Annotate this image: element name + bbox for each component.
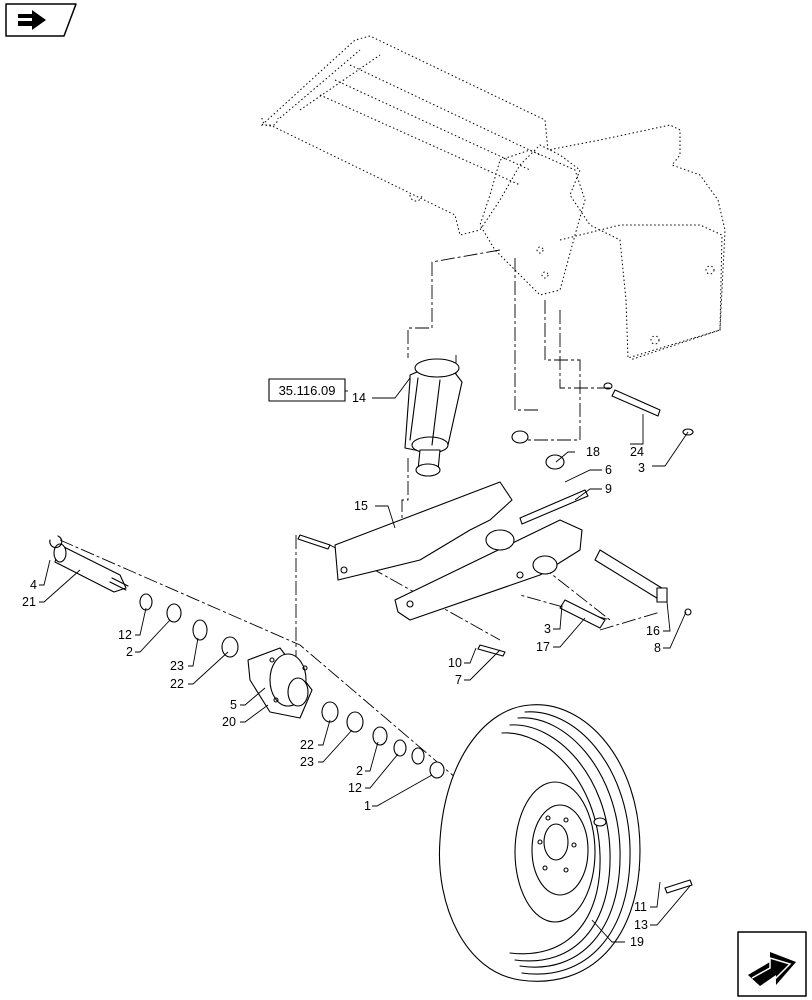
callout-14: 14: [352, 391, 366, 405]
callout-11: 11: [634, 900, 647, 914]
callout-4: 4: [30, 578, 37, 592]
callout-24: 24: [630, 445, 644, 459]
callout-8: 8: [654, 641, 661, 655]
callout-3-mid: 3: [544, 622, 551, 636]
bearings-washers: [139, 593, 445, 779]
callout-6: 6: [605, 463, 612, 477]
pins: [297, 382, 694, 894]
wheel-hub: [247, 647, 313, 719]
reference-label: 35.116.09: [279, 383, 336, 398]
callout-5: 5: [230, 698, 237, 712]
frame-phantom: [260, 35, 726, 361]
callout-15: 15: [354, 499, 368, 513]
callout-20: 20: [222, 715, 236, 729]
wheel-tire: [438, 704, 641, 982]
callout-7: 7: [455, 673, 462, 687]
pivot-arm: [334, 481, 583, 621]
callout-numbers: 14 15 18 6 9 24 3 4 21 12 2 23 22 5 20 2…: [22, 391, 661, 949]
callout-17: 17: [536, 640, 550, 654]
prev-page-icon[interactable]: [5, 3, 77, 37]
callout-2-right: 2: [356, 764, 363, 778]
callout-12-left: 12: [118, 628, 132, 642]
callout-1: 1: [364, 799, 371, 813]
callout-22-left: 22: [170, 677, 184, 691]
callout-leaders: [39, 377, 691, 943]
callout-21: 21: [22, 595, 36, 609]
callout-22-right: 22: [300, 738, 314, 752]
callout-3-top: 3: [638, 461, 645, 475]
callout-13: 13: [634, 918, 648, 932]
callout-2-left: 2: [126, 645, 133, 659]
hydraulic-cylinder: [404, 358, 463, 477]
callout-18: 18: [586, 445, 600, 459]
axle-pin: [49, 535, 129, 593]
callout-23-left: 23: [170, 659, 184, 673]
next-page-icon[interactable]: [737, 931, 807, 997]
callout-9: 9: [605, 482, 612, 496]
callout-16: 16: [646, 624, 660, 638]
callout-12-right: 12: [348, 781, 362, 795]
callout-10: 10: [448, 656, 462, 670]
reference-box[interactable]: 35.116.09: [268, 378, 348, 402]
callout-19: 19: [630, 935, 644, 949]
bushings: [511, 430, 565, 470]
callout-23-right: 23: [300, 755, 314, 769]
